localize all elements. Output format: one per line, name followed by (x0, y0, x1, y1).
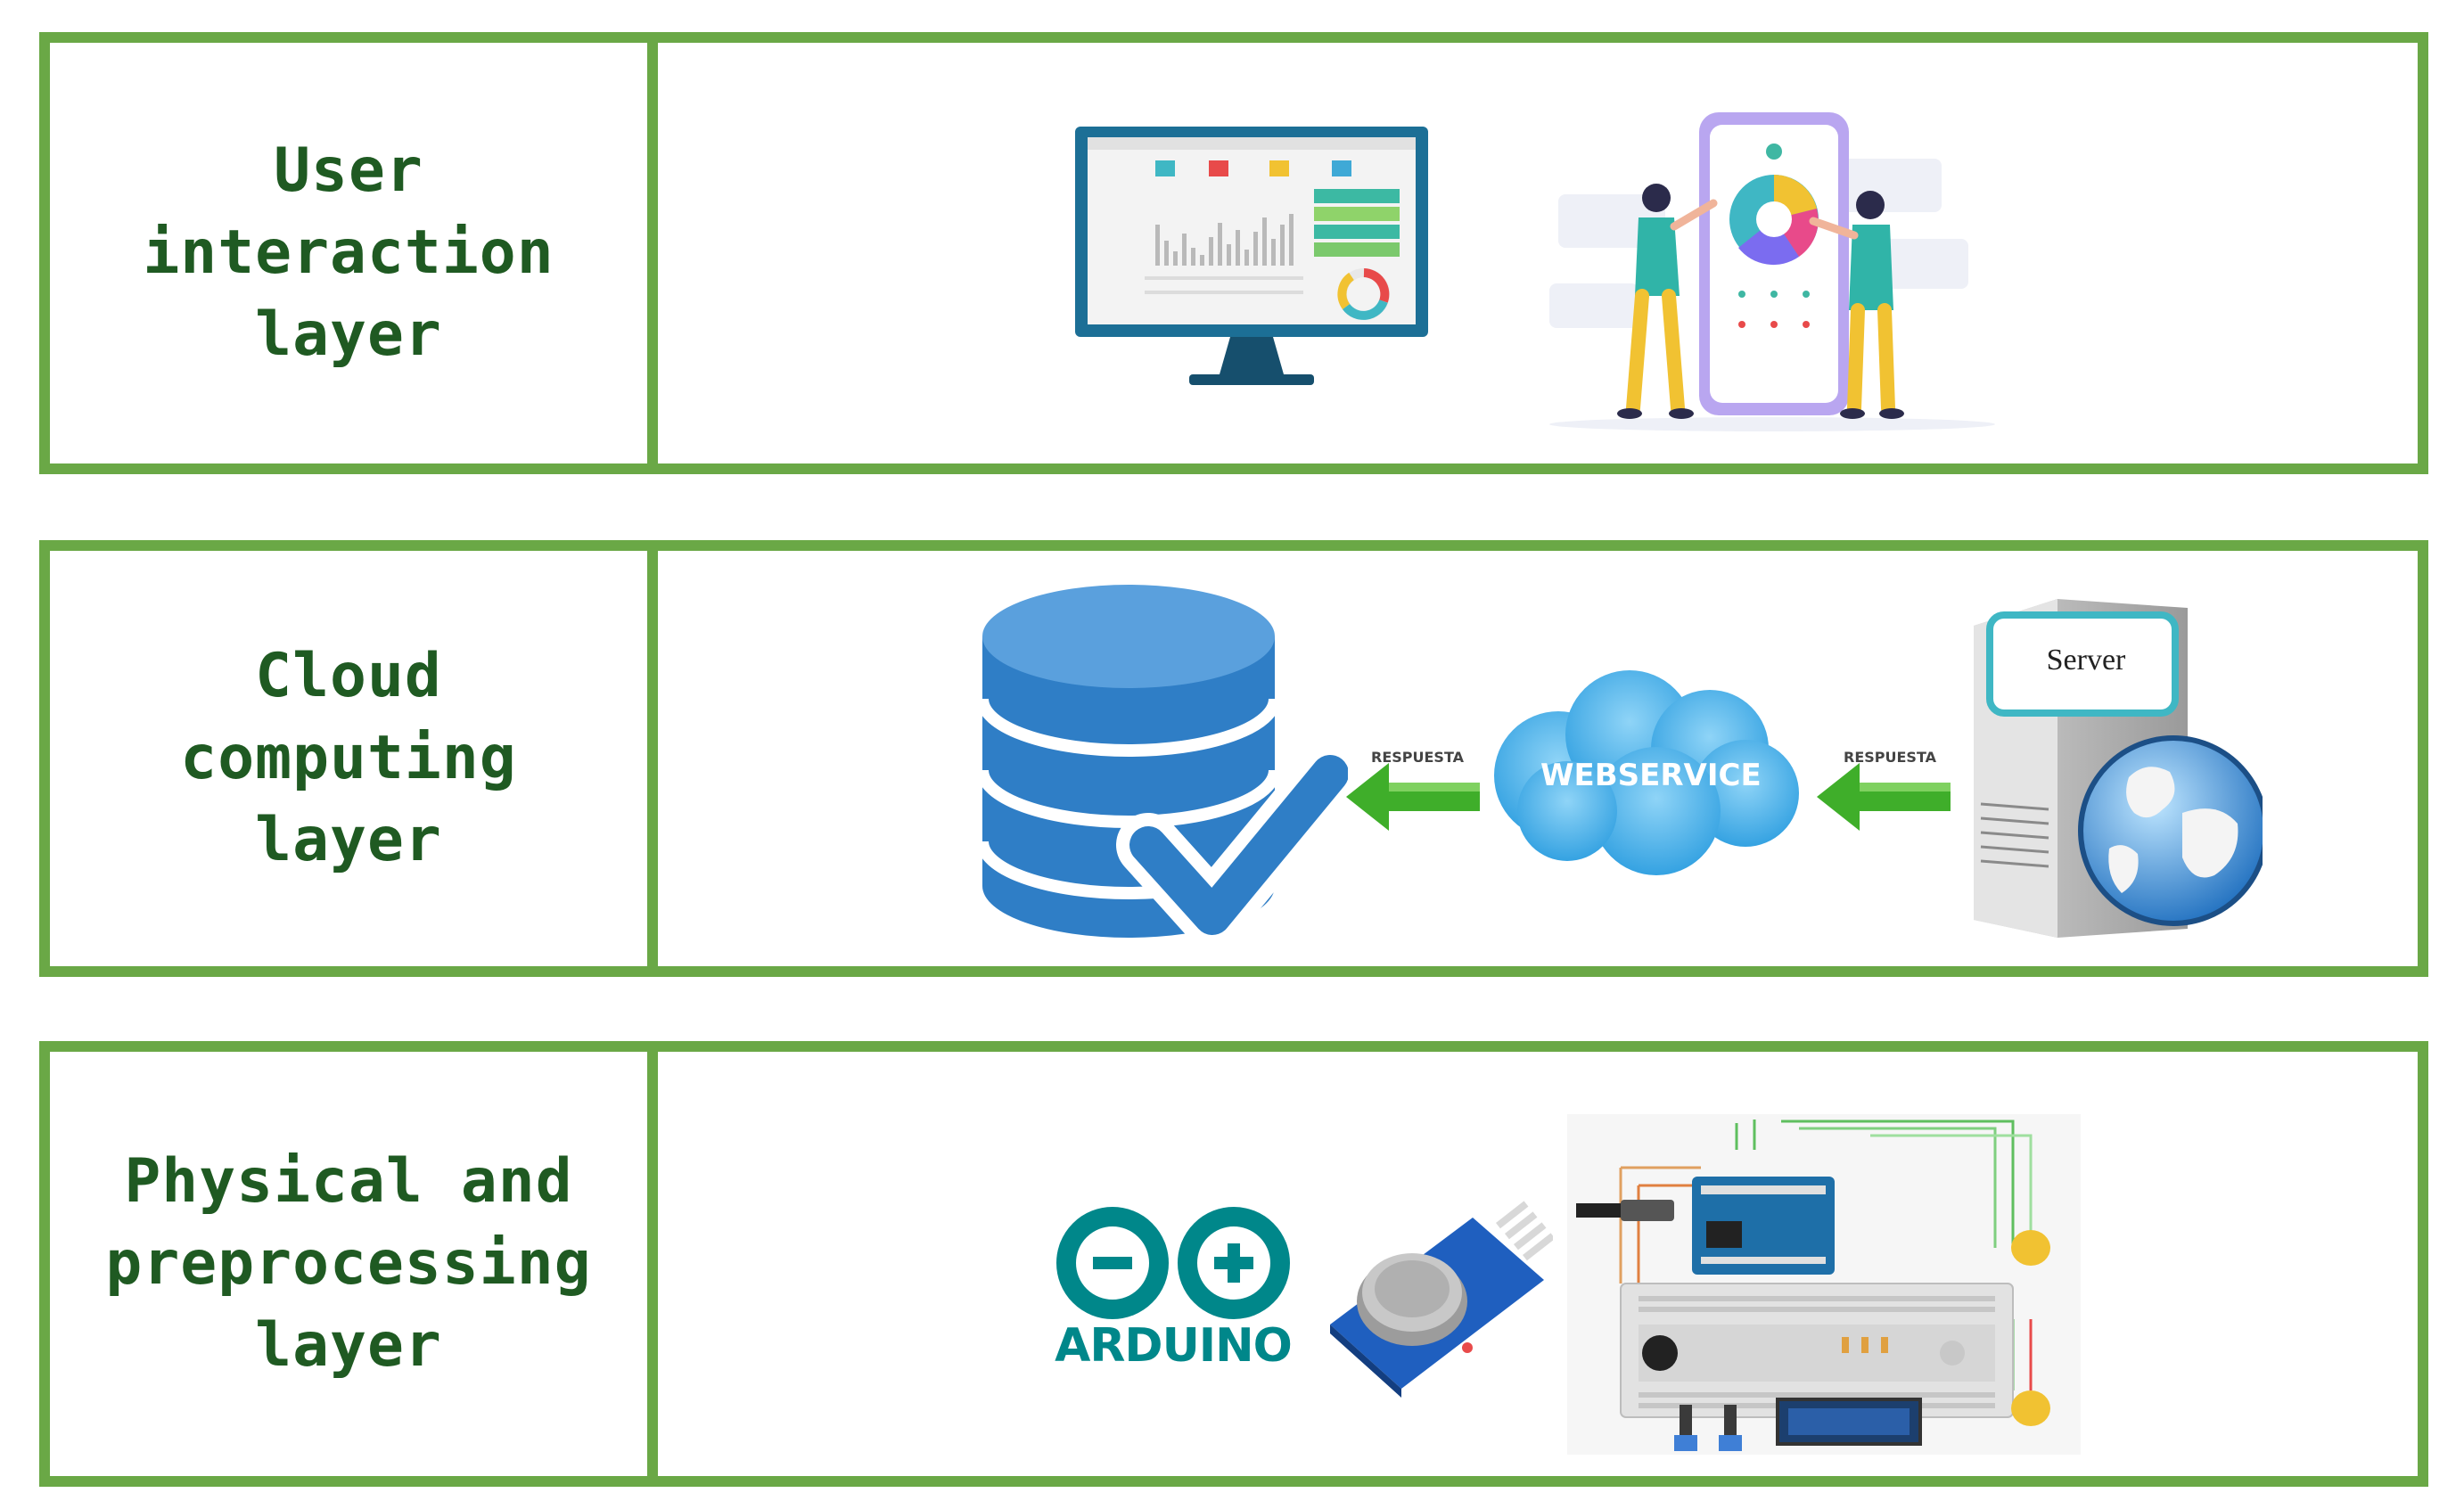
layer-title-line: Cloud (255, 641, 442, 711)
user-interaction-layer: User interaction layer (39, 32, 2428, 474)
server-label: Server (2046, 644, 2126, 677)
layer-title-line: layer (255, 1310, 442, 1381)
gas-sensor-module-icon (1330, 1201, 1553, 1398)
layer-title-line: User (274, 135, 423, 206)
layer-label-cell: Physical and preprocessing layer (50, 1052, 658, 1476)
cloud-computing-layer: Cloud computing layer RESPUESTA (39, 540, 2428, 977)
layer-content-cell: ARDUINO (658, 1052, 2418, 1476)
layer-title-line: computing (180, 723, 517, 793)
layer-label-cell: User interaction layer (50, 43, 658, 463)
response-arrow-right-icon (1817, 763, 1951, 831)
response-arrow-left-icon (1346, 763, 1480, 831)
layer-content-cell (658, 43, 2418, 463)
circuit-breadboard-icon (1567, 1114, 2081, 1455)
layer-title-line: Physical and (124, 1146, 573, 1217)
arduino-label: ARDUINO (1055, 1319, 1293, 1373)
layer-title-line: layer (255, 299, 442, 370)
database-check-icon (976, 585, 1348, 948)
layer-title: Cloud computing layer (180, 636, 516, 882)
layer-title-line: interaction (143, 217, 554, 288)
monitor-dashboard-icon (1075, 127, 1428, 385)
layer-content-cell: RESPUESTA WEBSERVICE RES (658, 551, 2418, 966)
arrow-label-right: RESPUESTA (1844, 749, 1936, 766)
layer-title: User interaction layer (143, 130, 554, 376)
phone-analytics-people-icon (1549, 112, 1995, 431)
layer-label-cell: Cloud computing layer (50, 551, 658, 966)
physical-preprocessing-layer: Physical and preprocessing layer ARDUINO (39, 1041, 2428, 1487)
webservice-cloud-icon (1494, 670, 1799, 875)
webservice-label: WEBSERVICE (1540, 758, 1762, 793)
layer-title: Physical and preprocessing layer (105, 1141, 591, 1387)
server-globe-icon (1974, 599, 2263, 938)
arduino-logo-icon (1056, 1207, 1290, 1319)
layer-title-line: preprocessing (105, 1228, 592, 1299)
arrow-label-left: RESPUESTA (1371, 749, 1464, 766)
layer-title-line: layer (255, 805, 442, 875)
